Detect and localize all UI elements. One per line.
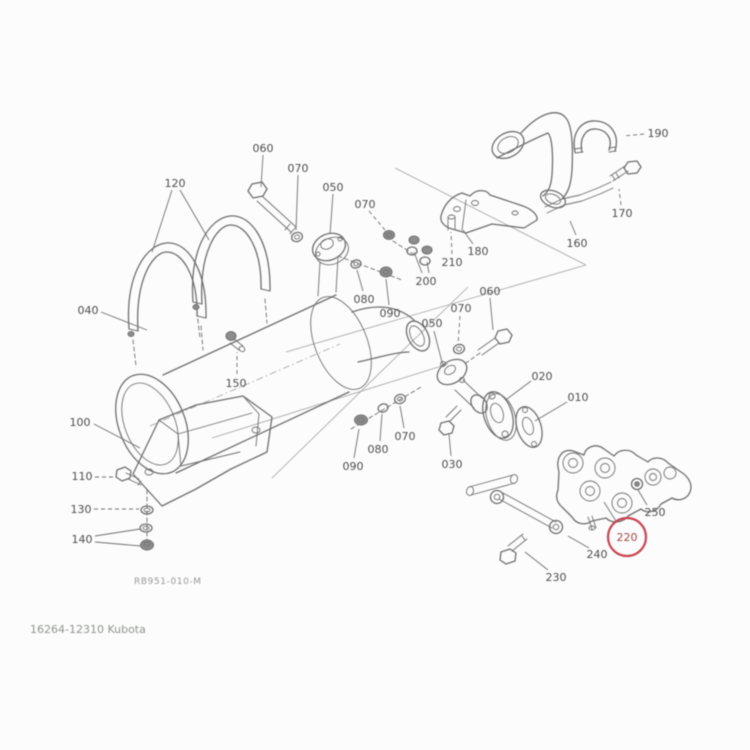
leader-line	[329, 193, 334, 235]
leader-line	[368, 210, 386, 231]
leader-line	[179, 189, 210, 241]
part-callout-150: 150	[226, 377, 247, 390]
stay-bolt-drawing	[609, 160, 642, 182]
muffler-drawing	[115, 257, 431, 475]
leader-line	[450, 231, 453, 255]
part-callout-230: 230	[546, 571, 567, 584]
part-callout-210: 210	[442, 256, 463, 269]
part-number-caption: 16264-12310 Kubota	[30, 623, 146, 636]
part-callout-070: 070	[395, 430, 416, 443]
part-callout-090: 090	[380, 307, 401, 320]
tail-pipe-stay-drawing	[406, 189, 538, 266]
part-callout-160: 160	[567, 237, 588, 250]
leader-line	[462, 229, 474, 245]
leader-line	[448, 433, 452, 457]
part-callout-120: 120	[165, 177, 186, 190]
leader-line	[353, 428, 360, 459]
tail-pipe-drawing	[491, 112, 614, 214]
part-callout-130: 130	[71, 503, 92, 516]
leader-line	[622, 133, 645, 137]
stay-fasteners-drawing	[115, 466, 154, 554]
part-callout-250: 250	[645, 506, 666, 519]
leader-line	[569, 220, 577, 236]
construction-lines	[149, 167, 587, 479]
highlighted-part-circle	[606, 516, 648, 558]
part-callout-060: 060	[480, 285, 501, 298]
leader-line	[506, 380, 532, 400]
part-callout-140: 140	[72, 533, 93, 546]
leader-line	[457, 315, 461, 345]
manifold-drawing	[465, 445, 692, 565]
figure-code: RB951-010-M	[134, 577, 202, 587]
leader-line	[100, 311, 148, 331]
part-callout-060: 060	[253, 142, 274, 155]
leader-line	[93, 423, 141, 449]
leader-line	[379, 413, 383, 442]
part-callout-200: 200	[416, 275, 437, 288]
leader-line	[426, 261, 430, 274]
part-callout-080: 080	[368, 443, 389, 456]
leader-line	[356, 269, 364, 292]
part-callout-050: 050	[323, 181, 344, 194]
part-callout-070: 070	[355, 198, 376, 211]
exhaust-joint-drawing	[350, 328, 543, 448]
part-callout-240: 240	[587, 548, 608, 561]
leader-line	[385, 278, 390, 306]
part-callout-170: 170	[612, 207, 633, 220]
part-callout-010: 010	[568, 391, 589, 404]
muffler-clamps-drawing	[127, 215, 271, 367]
leader-line	[94, 541, 142, 547]
part-callout-110: 110	[72, 470, 93, 483]
leader-line	[489, 297, 494, 331]
part-callout-100: 100	[70, 416, 91, 429]
part-callout-070: 070	[288, 162, 309, 175]
highlighted-part-callout: 220	[617, 531, 638, 544]
callout-layer: 010 020 030 040 050 050 060 060 070 070 070 070 080 0…	[70, 127, 669, 584]
muffler-stay-drawing	[132, 395, 273, 507]
part-callout-030: 030	[442, 458, 463, 471]
leader-line	[151, 189, 173, 253]
part-callout-040: 040	[78, 304, 99, 317]
inlet-flange-fasteners-drawing	[247, 181, 414, 281]
part-callout-050: 050	[422, 317, 443, 330]
part-callout-080: 080	[354, 293, 375, 306]
leader-line	[94, 528, 141, 537]
part-callout-020: 020	[532, 370, 553, 383]
leader-line	[399, 405, 405, 429]
leader-line	[413, 251, 423, 274]
part-callout-070: 070	[451, 302, 472, 315]
u-bolt-drawing	[573, 120, 617, 154]
leader-line	[524, 551, 549, 571]
part-callout-180: 180	[468, 245, 489, 258]
part-callout-090: 090	[343, 460, 364, 473]
leader-line	[260, 154, 264, 188]
part-callout-190: 190	[648, 127, 669, 140]
leader-line	[618, 188, 622, 206]
leader-line	[295, 174, 299, 231]
highlight-leader-line	[603, 501, 617, 522]
leader-line	[433, 330, 444, 367]
leader-line	[534, 401, 568, 422]
leader-line	[567, 535, 590, 549]
leader-line	[637, 489, 648, 506]
